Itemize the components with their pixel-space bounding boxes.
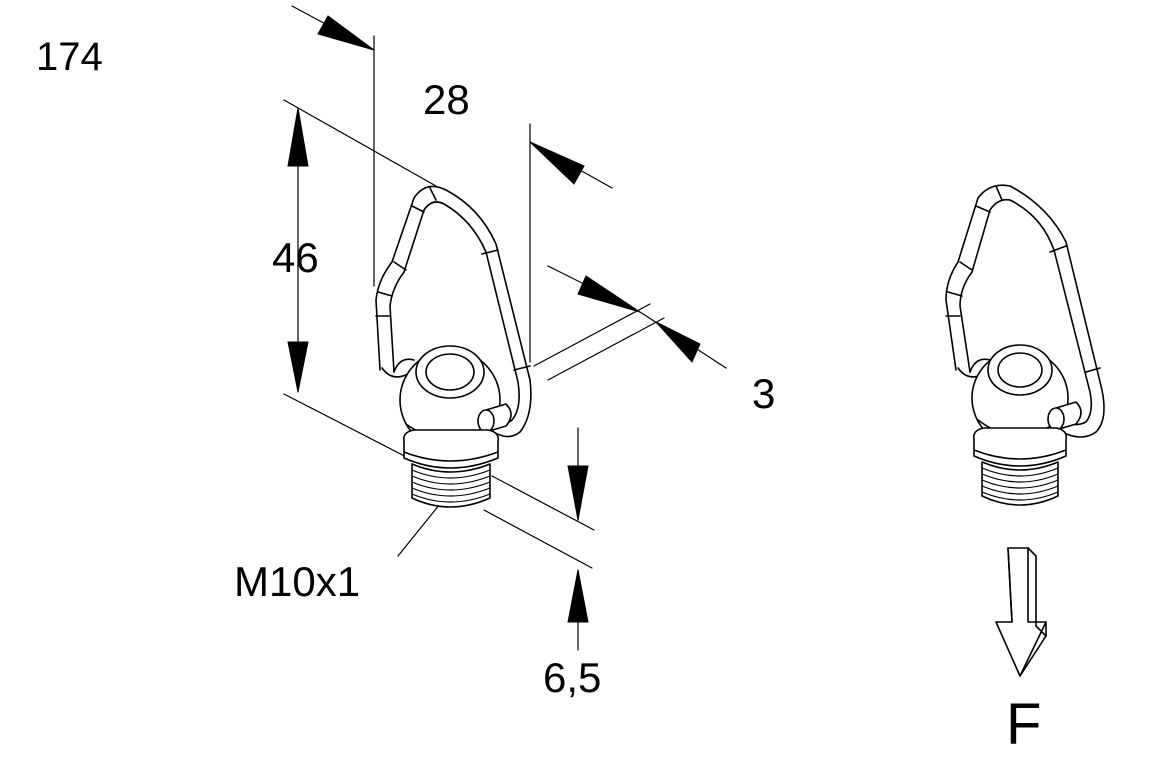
wire-diameter-dimension xyxy=(533,265,727,381)
height-dimension-label: 46 xyxy=(272,234,319,281)
threaded-shank xyxy=(411,463,491,508)
force-arrow-icon xyxy=(995,547,1047,677)
width-dimension-label: 28 xyxy=(423,76,470,123)
height-dimension xyxy=(283,99,437,465)
threaded-shank-right xyxy=(981,461,1059,506)
wire-loop-right xyxy=(945,184,1105,438)
thread-length-label: 6,5 xyxy=(543,654,601,701)
force-label: F xyxy=(1006,692,1041,757)
swivel-eye-bolt-loaded xyxy=(945,184,1105,506)
wire-loop xyxy=(375,185,532,438)
drawing-number: 174 xyxy=(36,35,103,79)
thread-length-dimension xyxy=(483,427,595,651)
width-dimension xyxy=(291,5,613,363)
thread-leader-line xyxy=(397,503,441,557)
swivel-eye-bolt-dimensioned xyxy=(375,185,532,508)
wire-diameter-label: 3 xyxy=(752,370,775,417)
thread-spec-label: M10x1 xyxy=(234,558,360,605)
